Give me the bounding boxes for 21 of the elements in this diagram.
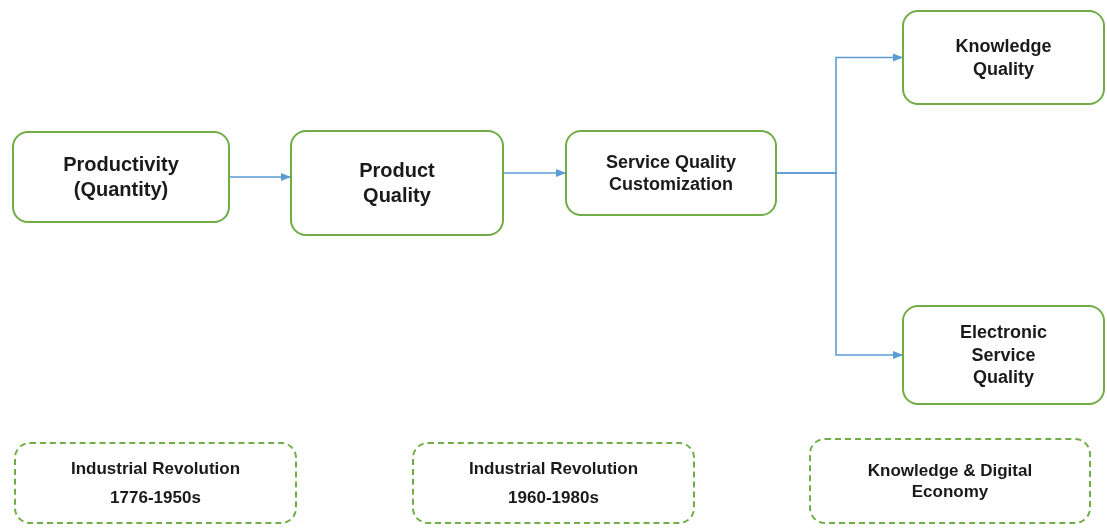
node-label: Service Quality Customization bbox=[604, 150, 738, 196]
node-label: 1776-1950s bbox=[110, 487, 201, 509]
arrow bbox=[776, 172, 903, 359]
era-box bbox=[809, 438, 1091, 524]
node-label: Product Quality bbox=[358, 158, 436, 208]
arrow bbox=[229, 173, 291, 181]
node-label: Industrial Revolution bbox=[70, 457, 241, 479]
node-label: Productivity (Quantity) bbox=[62, 152, 180, 202]
arrow bbox=[503, 169, 566, 177]
node-label: Knowledge Quality bbox=[954, 35, 1053, 80]
process-box bbox=[902, 10, 1105, 105]
process-box bbox=[902, 305, 1105, 405]
node-label: Industrial Revolution bbox=[468, 457, 639, 479]
process-box bbox=[12, 131, 230, 223]
node-label: 1960-1980s bbox=[508, 487, 599, 509]
process-box bbox=[565, 130, 777, 216]
node-label: Knowledge & Digital Economy bbox=[866, 459, 1034, 503]
process-box bbox=[290, 130, 504, 236]
node-label: Electronic Service Quality bbox=[959, 321, 1048, 389]
era-box bbox=[412, 442, 695, 524]
era-box bbox=[14, 442, 297, 524]
